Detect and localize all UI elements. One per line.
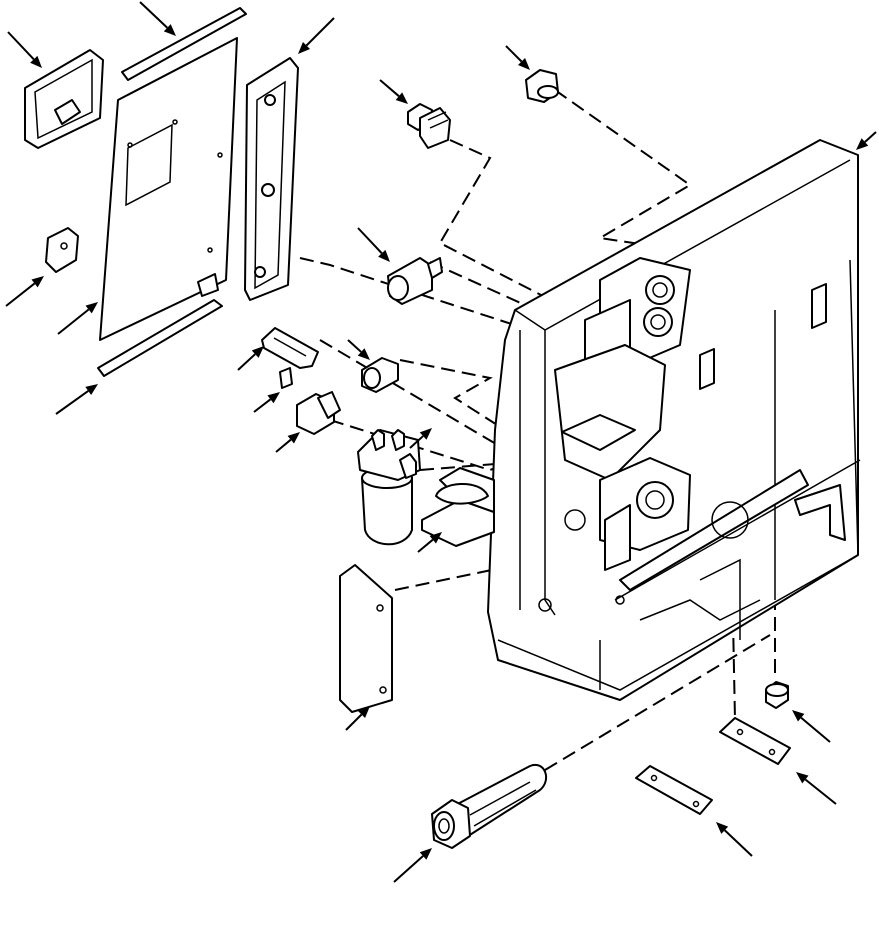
strap-plate-bottom xyxy=(635,765,713,815)
callout-leader-line xyxy=(305,17,335,47)
callout-arrowhead-icon xyxy=(30,55,42,68)
nipple-fitting xyxy=(361,357,399,393)
callout-leader-line xyxy=(724,829,753,857)
callout-arrowhead-icon xyxy=(287,432,300,444)
side-panel xyxy=(99,37,238,341)
filter-bracket xyxy=(421,467,495,547)
callout-arrowhead-icon xyxy=(429,532,442,544)
callout-arrowhead-icon xyxy=(31,276,44,288)
callout-arrows xyxy=(5,1,877,883)
callout-leader-line xyxy=(864,131,877,143)
callout-arrowhead-icon xyxy=(267,392,280,404)
callout-leader-line xyxy=(347,339,362,353)
suction-strainer xyxy=(431,763,548,849)
access-cover-knob xyxy=(24,49,104,149)
callout-leader-line xyxy=(800,716,831,743)
link-bracket xyxy=(261,327,319,369)
breather-cap xyxy=(525,69,559,103)
set-screw xyxy=(279,367,293,389)
callout-leader-line xyxy=(393,855,424,883)
callout-arrowhead-icon xyxy=(298,41,311,54)
callout-leader-line xyxy=(275,438,292,453)
callout-leader-line xyxy=(379,79,400,97)
callout-leader-line xyxy=(57,308,90,335)
seal-strip-bottom xyxy=(97,299,223,377)
callout-arrowhead-icon xyxy=(796,772,809,784)
callout-arrowhead-icon xyxy=(856,138,869,150)
callout-arrowhead-icon xyxy=(419,428,432,440)
callout-arrowhead-icon xyxy=(85,302,98,314)
callout-leader-line xyxy=(345,713,363,731)
callout-arrowhead-icon xyxy=(378,249,390,262)
seal-strip-top xyxy=(121,7,247,81)
plug-fitting-top xyxy=(407,103,451,149)
drain-plug xyxy=(765,681,789,709)
mounting-plate xyxy=(339,564,393,713)
callout-arrowhead-icon xyxy=(419,848,432,860)
callout-leader-line xyxy=(505,45,523,63)
callout-arrowhead-icon xyxy=(792,710,805,722)
callout-arrowhead-icon xyxy=(357,348,370,360)
callout-leader-line xyxy=(55,390,89,415)
callout-arrowhead-icon xyxy=(716,822,729,834)
callout-arrowhead-icon xyxy=(395,92,408,104)
filter-assembly xyxy=(357,429,421,546)
callout-leader-line xyxy=(237,353,256,371)
main-housing-frame xyxy=(487,139,861,701)
callout-leader-line xyxy=(253,398,272,413)
retainer-clip xyxy=(45,227,79,273)
callout-leader-line xyxy=(7,31,35,60)
callout-leader-line xyxy=(417,538,434,553)
strap-plate-right xyxy=(719,717,791,765)
callout-arrowhead-icon xyxy=(517,57,530,70)
callout-leader-line xyxy=(804,778,837,805)
callout-arrowhead-icon xyxy=(251,346,264,358)
callout-arrowhead-icon xyxy=(85,384,98,396)
callout-arrowhead-icon xyxy=(357,706,370,719)
callout-leader-line xyxy=(5,282,36,307)
callout-arrowhead-icon xyxy=(163,24,176,36)
elbow-fitting xyxy=(296,391,341,435)
callout-leader-line xyxy=(357,227,383,254)
sensor-fitting xyxy=(387,257,443,305)
callout-leader-line xyxy=(409,435,424,449)
callout-leader-line xyxy=(139,1,168,29)
hinge-bar xyxy=(244,57,299,301)
